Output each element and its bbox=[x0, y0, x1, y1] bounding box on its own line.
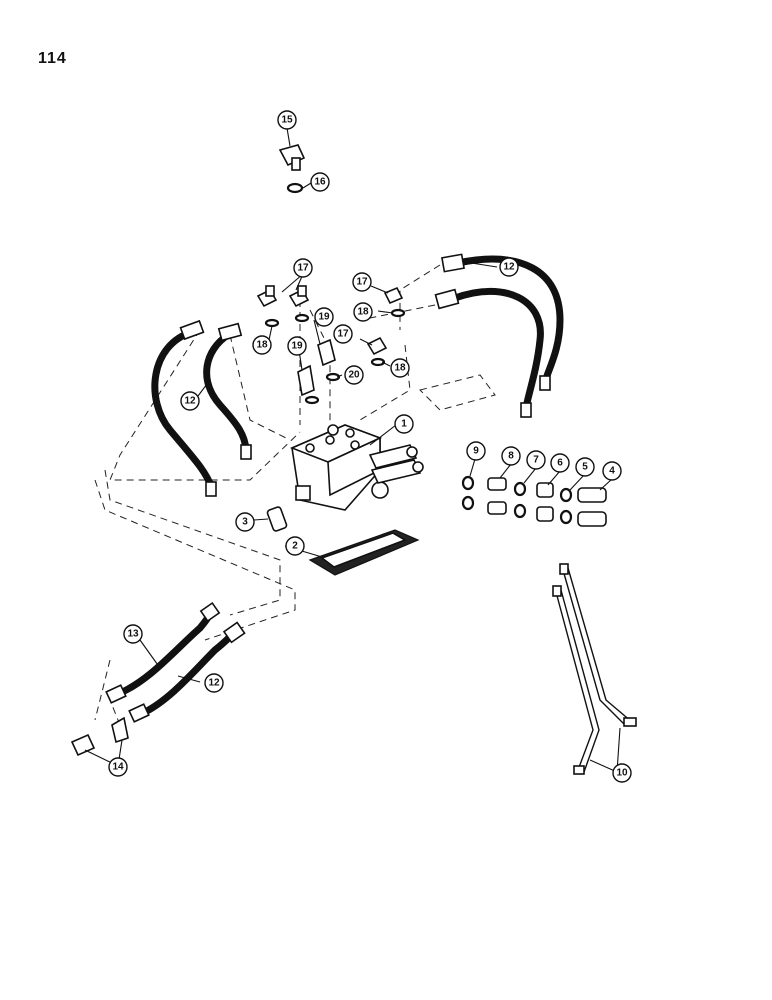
callout-18c: 18 bbox=[390, 358, 410, 378]
svg-text:10: 10 bbox=[616, 768, 628, 779]
port-fittings-stack bbox=[461, 475, 607, 527]
svg-text:13: 13 bbox=[127, 629, 139, 640]
svg-text:12: 12 bbox=[184, 396, 196, 407]
svg-text:2: 2 bbox=[292, 541, 298, 552]
hose-upper-right-inner bbox=[434, 287, 544, 418]
fitting-3 bbox=[266, 506, 288, 532]
callout-10: 10 bbox=[612, 763, 632, 783]
callout-18a: 18 bbox=[252, 335, 272, 355]
callout-17a: 17 bbox=[293, 258, 313, 278]
svg-text:5: 5 bbox=[582, 462, 588, 473]
callout-19a: 19 bbox=[314, 307, 334, 327]
steel-tubes bbox=[552, 563, 637, 775]
svg-text:17: 17 bbox=[356, 277, 368, 288]
page-number: 114 bbox=[38, 50, 67, 67]
callout-19b: 19 bbox=[287, 336, 307, 356]
svg-text:16: 16 bbox=[314, 177, 326, 188]
svg-text:20: 20 bbox=[348, 370, 360, 381]
svg-text:6: 6 bbox=[557, 458, 563, 469]
valve-gasket bbox=[308, 529, 420, 576]
svg-text:19: 19 bbox=[318, 312, 330, 323]
hose-upper-middle bbox=[203, 322, 252, 460]
callout-15: 15 bbox=[277, 110, 297, 130]
svg-text:18: 18 bbox=[357, 307, 369, 318]
elbow-fitting-17b bbox=[288, 285, 310, 308]
callout-8: 8 bbox=[501, 446, 521, 466]
callout-17c: 17 bbox=[333, 324, 353, 344]
elbow-fitting-17c bbox=[383, 286, 404, 305]
hose-upper-left bbox=[151, 319, 217, 497]
callout-6: 6 bbox=[550, 453, 570, 473]
svg-text:18: 18 bbox=[256, 340, 268, 351]
hose-upper-right-outer bbox=[441, 253, 564, 391]
callout-7: 7 bbox=[526, 450, 546, 470]
callout-9: 9 bbox=[466, 441, 486, 461]
svg-text:17: 17 bbox=[297, 263, 309, 274]
svg-text:1: 1 bbox=[401, 419, 407, 430]
callout-12-upper-right: 12 bbox=[499, 257, 519, 277]
dashed-routing-lines bbox=[94, 264, 441, 726]
callout-20: 20 bbox=[344, 365, 364, 385]
callout-14: 14 bbox=[108, 757, 128, 777]
fitting-15 bbox=[278, 144, 306, 171]
svg-text:4: 4 bbox=[609, 466, 615, 477]
svg-text:17: 17 bbox=[337, 329, 349, 340]
callout-2: 2 bbox=[285, 536, 305, 556]
o-rings-small bbox=[264, 182, 406, 405]
svg-text:15: 15 bbox=[281, 115, 293, 126]
control-valve bbox=[289, 424, 424, 511]
elbow-fittings-14 bbox=[70, 716, 129, 757]
callout-13: 13 bbox=[123, 624, 143, 644]
callout-4: 4 bbox=[602, 461, 622, 481]
svg-text:8: 8 bbox=[508, 451, 514, 462]
callout-3: 3 bbox=[235, 512, 255, 532]
elbow-fitting-17a bbox=[256, 285, 278, 308]
callout-12-upper-left: 12 bbox=[180, 391, 200, 411]
elbow-fitting-17d bbox=[366, 336, 388, 356]
svg-text:19: 19 bbox=[291, 341, 303, 352]
hose-lower-13 bbox=[105, 601, 221, 704]
svg-text:9: 9 bbox=[473, 446, 479, 457]
svg-text:3: 3 bbox=[242, 517, 248, 528]
adapter-19a bbox=[317, 338, 336, 367]
svg-text:12: 12 bbox=[503, 262, 515, 273]
svg-text:12: 12 bbox=[208, 678, 220, 689]
leader-lines bbox=[84, 127, 621, 773]
callout-5: 5 bbox=[575, 457, 595, 477]
svg-text:18: 18 bbox=[394, 363, 406, 374]
callout-12-lower: 12 bbox=[204, 673, 224, 693]
callout-16: 16 bbox=[310, 172, 330, 192]
svg-text:7: 7 bbox=[533, 455, 539, 466]
hose-lower-12 bbox=[128, 621, 246, 723]
svg-text:14: 14 bbox=[112, 762, 124, 773]
callout-17b: 17 bbox=[352, 272, 372, 292]
callout-1: 1 bbox=[394, 414, 414, 434]
adapter-19b bbox=[297, 364, 315, 397]
cover-plate bbox=[419, 374, 496, 411]
callout-18b: 18 bbox=[353, 302, 373, 322]
